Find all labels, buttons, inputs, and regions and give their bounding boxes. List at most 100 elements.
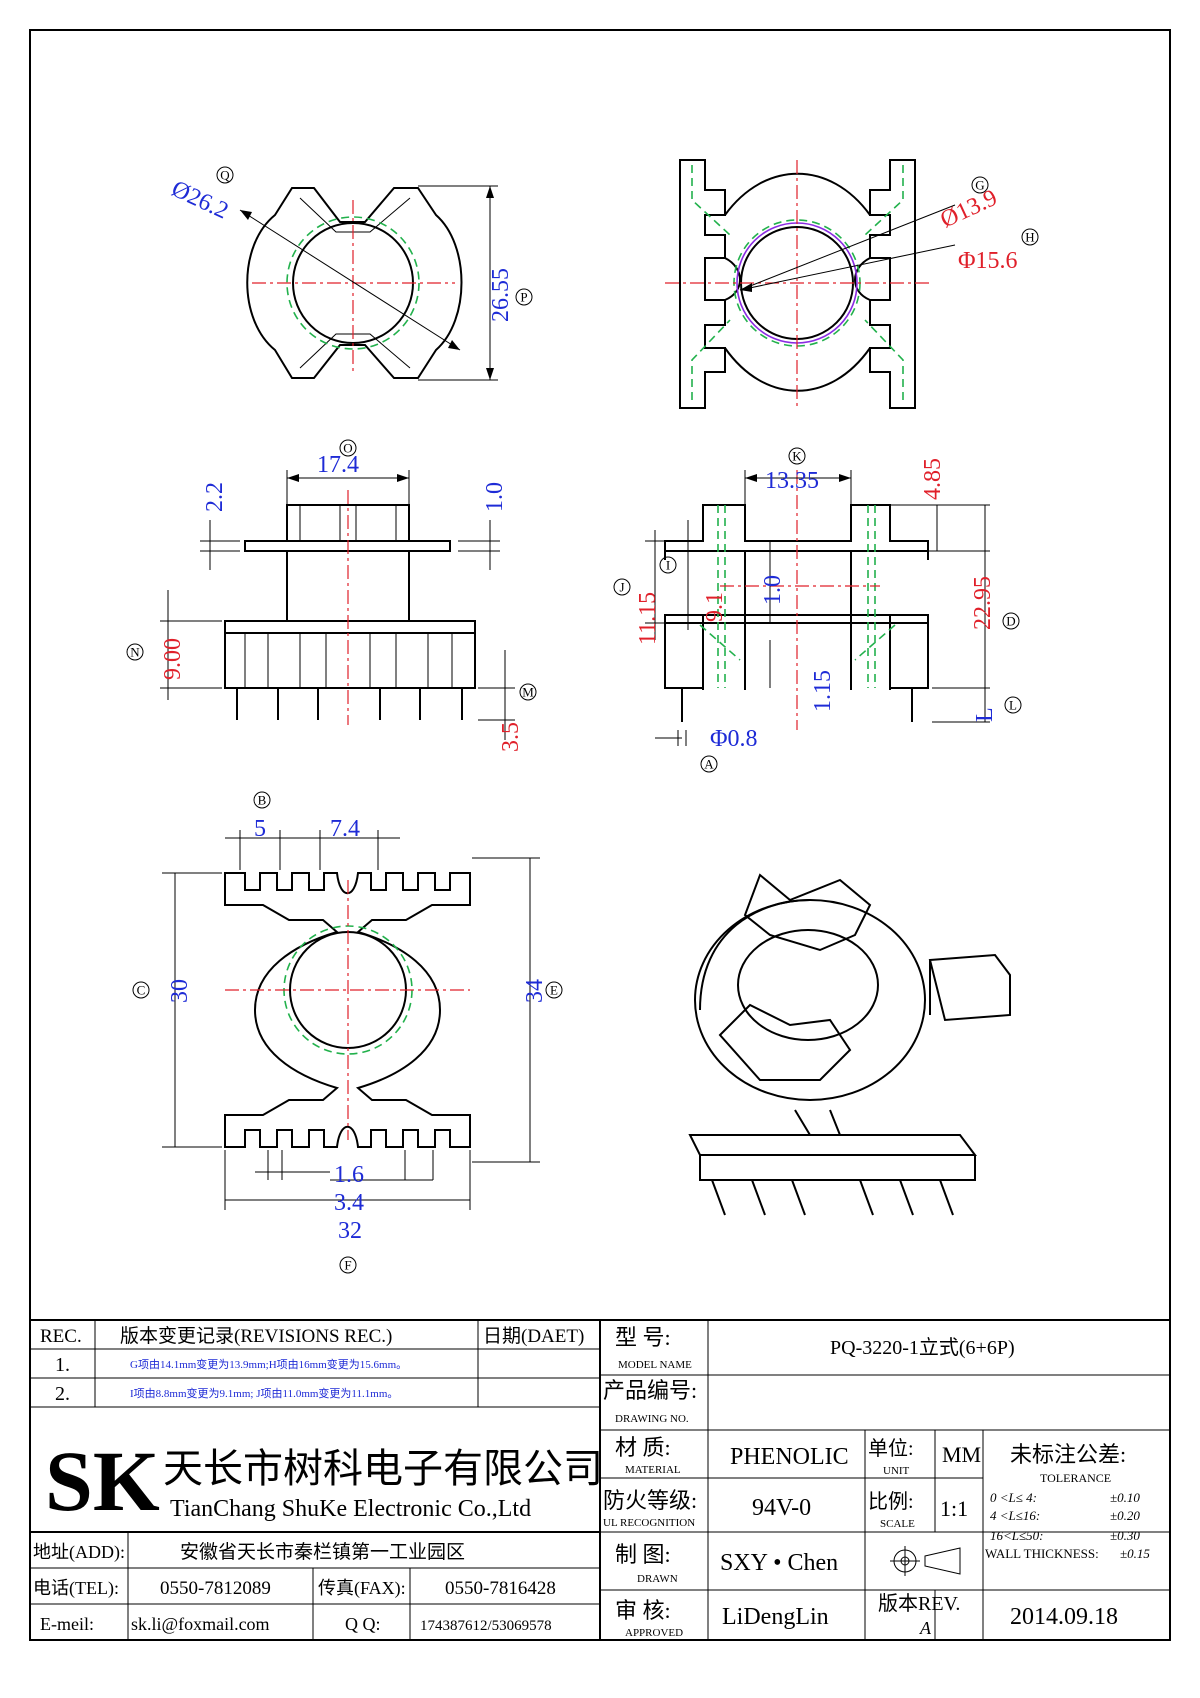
material-label-en: MATERIAL <box>625 1464 681 1476</box>
rev-1-text: G项由14.1mm变更为13.9mm;H项由16mm变更为15.6mm。 <box>130 1357 407 1371</box>
ul-label-en: UL RECOGNITION <box>603 1517 695 1529</box>
dim-side-top: 4.85 <box>920 458 946 500</box>
drawing-label-cn: 产品编号: <box>603 1378 697 1403</box>
email-label: E-meil: <box>40 1614 94 1634</box>
tolerance-value-1: ±0.10 <box>1110 1490 1140 1505</box>
dim-side-j: 11.15 <box>635 592 661 645</box>
unit-value: MM <box>942 1442 981 1467</box>
dim-side-l: L <box>972 707 998 722</box>
rev-header: REC. <box>40 1326 82 1347</box>
label-l: L <box>1009 698 1017 713</box>
tolerance-en: TOLERANCE <box>1040 1471 1111 1485</box>
dim-top-left-height: 26.55 <box>488 268 514 322</box>
drawn-value: SXY • Chen <box>720 1550 838 1576</box>
dim-bottom-pitch: 5 <box>254 816 266 842</box>
rev-record-header: 版本变更记录(REVISIONS REC.) <box>120 1325 392 1347</box>
label-b: B <box>258 793 267 808</box>
dim-front-flange: 1.0 <box>482 482 508 512</box>
rev-1-no: 1. <box>55 1354 70 1376</box>
label-o: O <box>343 441 352 456</box>
rev-2-text: I项由8.8mm变更为9.1mm; J项由11.0mm变更为11.1mm。 <box>130 1386 398 1400</box>
tolerance-title: 未标注公差: <box>1010 1442 1126 1467</box>
ul-label-cn: 防火等级: <box>603 1488 697 1513</box>
view-bottom: 5 7.4 30 34 1.6 3.4 32 B C E F <box>132 791 563 1274</box>
label-h: H <box>1025 230 1034 245</box>
dim-bottom-width: 32 <box>338 1218 362 1244</box>
address-label: 地址(ADD): <box>33 1542 125 1563</box>
dim-top-right-h: Φ15.6 <box>958 248 1018 274</box>
tolerance-range-2: 4 <L≤16: <box>990 1508 1040 1523</box>
dim-bottom-height-c: 30 <box>167 979 193 1003</box>
label-c: C <box>137 983 146 998</box>
view-top-right: Ø13.9 Φ15.6 G H <box>665 159 1039 410</box>
title-block: REC. 版本变更记录(REVISIONS REC.) 日期(DAET) 1. … <box>29 1319 1171 1641</box>
dim-front-top: 2.2 <box>202 482 228 512</box>
wall-thickness-label: WALL THICKNESS: <box>985 1546 1099 1561</box>
drawn-label-cn: 制 图: <box>615 1542 671 1567</box>
dim-side-i: 9.1 <box>702 592 728 622</box>
tolerance-range-1: 0 <L≤ 4: <box>990 1490 1037 1505</box>
tel-value: 0550-7812089 <box>160 1578 271 1599</box>
scale-label-en: SCALE <box>880 1518 915 1530</box>
model-value: PQ-3220-1立式(6+6P) <box>830 1336 1015 1359</box>
tolerance-range-3: 16<L≤50: <box>990 1528 1043 1543</box>
scale-label-cn: 比例: <box>868 1490 914 1513</box>
qq-label: Q Q: <box>345 1614 381 1634</box>
company-logo: SK <box>45 1433 160 1529</box>
isometric-view <box>688 873 1011 1216</box>
scale-value: 1:1 <box>940 1496 968 1521</box>
dim-top-right-g: Ø13.9 <box>937 185 1002 234</box>
dim-side-mid: 1.0 <box>760 575 786 605</box>
dim-front-width: 17.4 <box>317 452 359 478</box>
rev-2-no: 2. <box>55 1383 70 1405</box>
dim-bottom-pin-space: 3.4 <box>334 1190 364 1216</box>
date-value: 2014.09.18 <box>1010 1604 1118 1630</box>
email-value: sk.li@foxmail.com <box>131 1614 270 1634</box>
company-name-en: TianChang ShuKe Electronic Co.,Ltd <box>170 1496 531 1522</box>
label-j: J <box>619 580 624 595</box>
qq-value: 174387612/53069578 <box>420 1618 552 1634</box>
dim-side-lower: 1.15 <box>810 670 836 712</box>
approved-value: LiDengLin <box>722 1604 829 1630</box>
drawn-label-en: DRAWN <box>637 1573 678 1585</box>
wall-thickness-value: ±0.15 <box>1120 1546 1150 1561</box>
projection-symbol <box>890 1546 961 1576</box>
label-k: K <box>792 449 802 464</box>
dim-bottom-height-e: 34 <box>522 979 548 1003</box>
dim-top-left-dia: Ø26.2 <box>167 176 232 225</box>
view-side: 13.35 4.85 22.95 11.15 9.1 1.0 1.15 Φ0.8… <box>613 447 1022 773</box>
approved-label-cn: 审 核: <box>615 1598 671 1623</box>
view-top-left: Ø26.2 26.55 Q P <box>167 166 533 381</box>
approved-label-en: APPROVED <box>625 1627 683 1639</box>
dim-side-width: 13.35 <box>765 468 819 494</box>
label-d: D <box>1006 614 1015 629</box>
fax-value: 0550-7816428 <box>445 1578 556 1599</box>
dim-side-height: 22.95 <box>970 576 996 630</box>
label-a: A <box>704 757 714 772</box>
dim-front-pin: 3.5 <box>498 722 524 752</box>
material-label-cn: 材 质: <box>615 1435 671 1460</box>
tel-label: 电话(TEL): <box>33 1578 119 1599</box>
label-g: G <box>975 178 984 193</box>
label-p: P <box>520 290 527 305</box>
dim-bottom-span: 7.4 <box>330 816 360 842</box>
unit-label-en: UNIT <box>883 1465 910 1477</box>
rev-value: A <box>919 1618 932 1638</box>
date-header: 日期(DAET) <box>483 1325 584 1347</box>
dim-side-pin-dia: Φ0.8 <box>710 726 758 752</box>
label-e: E <box>550 983 558 998</box>
address-value: 安徽省天长市秦栏镇第一工业园区 <box>180 1541 465 1563</box>
unit-label-cn: 单位: <box>868 1437 914 1460</box>
label-m: M <box>522 685 534 700</box>
fax-label: 传真(FAX): <box>318 1578 406 1599</box>
model-label-cn: 型 号: <box>615 1325 671 1350</box>
material-value: PHENOLIC <box>730 1444 849 1470</box>
view-front: 17.4 2.2 1.0 9.00 3.5 O N M <box>126 439 537 752</box>
dim-bottom-pin-width: 1.6 <box>334 1162 364 1188</box>
label-n: N <box>130 645 140 660</box>
rev-label: 版本REV. <box>878 1592 960 1615</box>
drawing-label-en: DRAWING NO. <box>615 1413 689 1425</box>
ul-value: 94V-0 <box>752 1495 811 1521</box>
tolerance-value-2: ±0.20 <box>1110 1508 1140 1523</box>
